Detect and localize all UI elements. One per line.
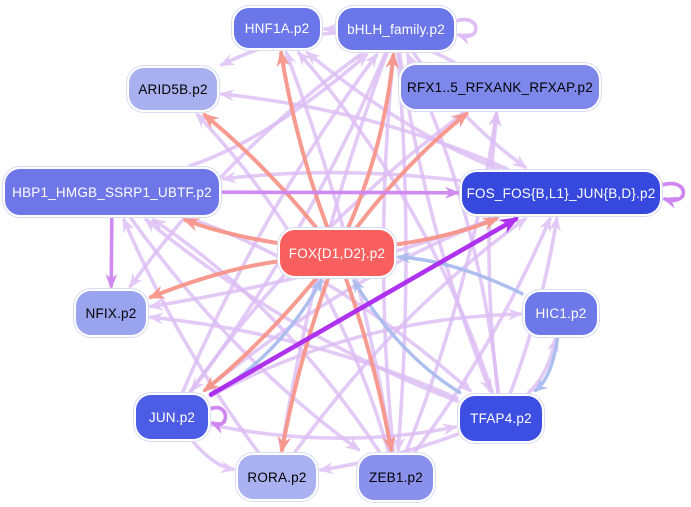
- edge-FOX-HNF1A: [276, 49, 330, 229]
- edge-FOX-ARID5B: [202, 112, 318, 229]
- node-tfap4[interactable]: TFAP4.p2: [460, 395, 542, 441]
- node-label: HNF1A.p2: [244, 20, 310, 36]
- edge-HIC1-FOX: [396, 252, 524, 296]
- edge-FOX-RFX: [355, 111, 469, 229]
- edge-ZEB1-HBP1: [151, 218, 381, 454]
- edge-HBP1-NFIX: [105, 216, 118, 290]
- edge-ZEB1-RFX: [404, 111, 501, 454]
- edge-FOX-JUN: [202, 277, 318, 393]
- edge-bHLH-NFIX: [128, 51, 365, 289]
- node-zeb1[interactable]: ZEB1.p2: [359, 454, 433, 500]
- edge-JUN-TFAP4: [209, 423, 458, 440]
- edge-FOS-self-loop: [660, 181, 686, 209]
- node-label: RORA.p2: [247, 469, 307, 485]
- edge-TFAP4-HIC1: [527, 336, 559, 395]
- node-nfix[interactable]: NFIX.p2: [76, 291, 146, 335]
- node-rfx[interactable]: RFX1..5_RFXANK_RFXAP.p2: [401, 65, 599, 109]
- edge-FOX-bHLH: [346, 51, 399, 229]
- node-bhlh[interactable]: bHLH_family.p2: [338, 8, 454, 50]
- node-arid5b[interactable]: ARID5B.p2: [129, 68, 217, 110]
- edge-TFAP4-FOX: [352, 278, 462, 395]
- node-label: bHLH_family.p2: [347, 21, 445, 37]
- edge-TFAP4-NFIX: [147, 312, 459, 401]
- edge-JUN-HIC1: [209, 308, 524, 398]
- edge-HIC1-TFAP4: [533, 335, 560, 393]
- edge-JUN-bHLH: [180, 52, 379, 394]
- node-rora[interactable]: RORA.p2: [238, 455, 316, 499]
- node-hic1[interactable]: HIC1.p2: [525, 291, 597, 335]
- node-label: HIC1.p2: [535, 305, 587, 321]
- node-jun[interactable]: JUN.p2: [136, 395, 208, 439]
- edge-HBP1-FOS: [220, 186, 461, 199]
- edge-FOX-FOS: [395, 217, 500, 247]
- node-label: FOS_FOS{B,L1}_JUN{B,D}.p2: [466, 185, 656, 201]
- edge-RORA-HBP1: [122, 217, 260, 454]
- node-hbp1[interactable]: HBP1_HMGB_SSRP1_UBTF.p2: [5, 169, 219, 215]
- edge-FOX-ZEB1: [344, 277, 396, 453]
- node-fox[interactable]: FOX{D1,D2}.p2: [280, 230, 394, 276]
- edge-FOX-RORA: [277, 277, 330, 454]
- edge-ZEB1-FOS: [413, 216, 552, 454]
- edge-JUN-FOS: [208, 216, 520, 397]
- edge-JUN-RORA: [191, 440, 236, 474]
- node-label: RFX1..5_RFXANK_RFXAP.p2: [407, 79, 593, 95]
- edge-bHLH-JUN: [190, 51, 388, 393]
- node-hnf1a[interactable]: HNF1A.p2: [234, 8, 320, 48]
- edge-FOS-HNF1A: [305, 51, 501, 171]
- edge-TFAP4-RFX: [487, 110, 502, 395]
- edge-bHLH-self-loop: [454, 17, 478, 45]
- node-label: TFAP4.p2: [470, 410, 532, 426]
- edge-FOS-HBP1: [220, 170, 461, 184]
- node-label: NFIX.p2: [85, 305, 137, 321]
- edge-JUN-self-loop: [208, 405, 228, 434]
- edge-FOX-HBP1: [182, 218, 279, 245]
- node-fos[interactable]: FOS_FOS{B,L1}_JUN{B,D}.p2: [462, 172, 660, 214]
- node-label: JUN.p2: [148, 409, 196, 425]
- edge-HBP1-ZEB1: [129, 216, 361, 452]
- edge-TFAP4-HNF1A: [296, 50, 495, 395]
- edge-FOX-NFIX: [147, 259, 279, 300]
- node-label: ZEB1.p2: [369, 469, 423, 485]
- edge-FOS-ARID5B: [218, 89, 510, 171]
- node-label: ARID5B.p2: [138, 81, 208, 97]
- node-label: FOX{D1,D2}.p2: [288, 245, 386, 261]
- node-label: HBP1_HMGB_SSRP1_UBTF.p2: [12, 184, 212, 200]
